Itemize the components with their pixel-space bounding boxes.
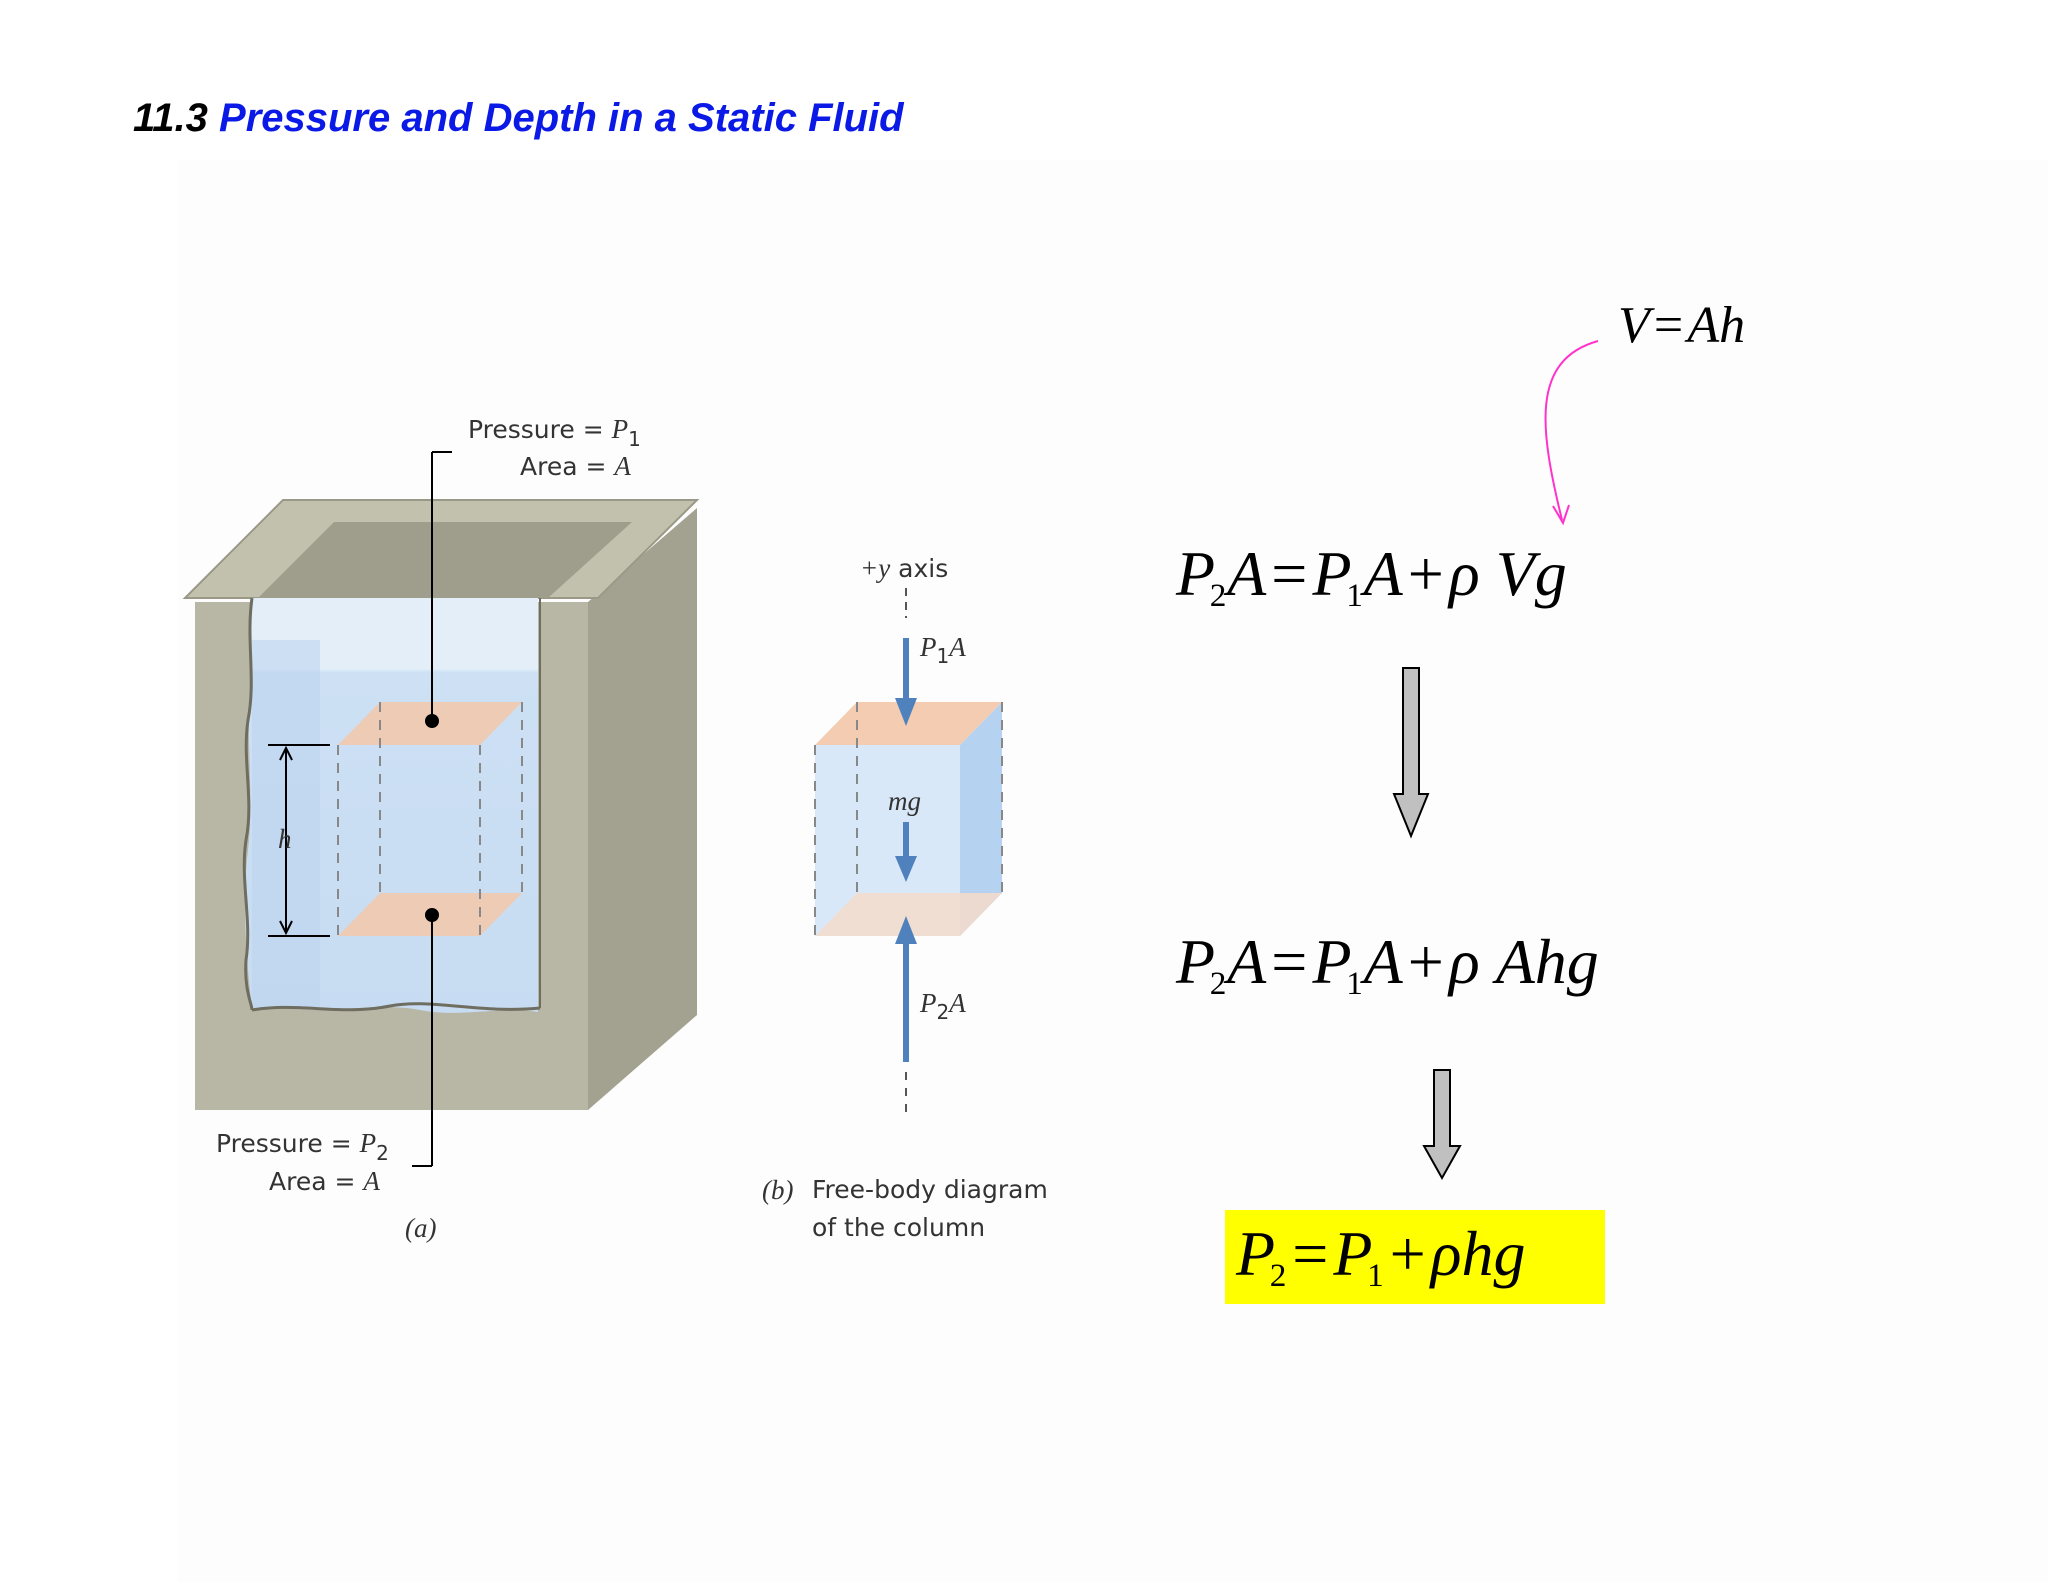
eq2-p1: P [1312,926,1352,997]
eq2-p1-sub: 1 [1346,964,1363,1002]
weight-label: mg [888,786,921,816]
p1a-arrowhead [895,698,917,726]
mg-arrowhead [895,856,917,882]
section-number: 11.3 [133,96,208,140]
top-pressure-text: Pressure = [468,415,612,444]
y-axis-symbol: +y [860,553,890,583]
fbd-box-side [960,702,1002,936]
top-pressure-sub: 1 [628,427,641,451]
figure-a-caption: (a) [405,1213,436,1243]
eq1-a2: A [1363,538,1403,609]
p2a-sub: 2 [937,1000,950,1024]
cutaway-edge-bottom [251,1002,541,1012]
y-axis-label: +y axis [860,553,948,583]
top-pressure-symbol: P [611,414,629,444]
figure-b-caption-line1: Free-body diagram [812,1175,1048,1204]
volume-eq: = [1653,297,1684,354]
bottom-area-text: Area = [269,1167,363,1196]
bottom-pressure-symbol: P [359,1128,377,1158]
p1a-symbol: P [919,632,937,662]
probe-point-bottom [425,908,439,922]
p2a-arrowhead [895,916,917,944]
eq2-rho: ρ [1448,926,1480,997]
eq1-eq: = [1271,538,1308,609]
annotation-curve-arrow [1544,340,1599,521]
figure-b-caption-line2: of the column [812,1213,985,1242]
result-equation: P2=P1+ρhg [1236,1222,1526,1292]
eq3-p2-sub: 2 [1269,1256,1287,1294]
equation-step-2: P2A=P1A+ρ Ahg [1176,930,1599,1000]
volume-rhs: Ah [1687,297,1746,354]
eq1-p2-sub: 2 [1209,576,1227,614]
p1a-suffix: A [947,632,966,662]
down-arrow-step-1 [1392,667,1430,839]
probe-point-top [425,714,439,728]
cutaway-edge-left [242,597,254,1011]
eq1-p1-sub: 1 [1346,576,1363,614]
section-title: Pressure and Depth in a Static Fluid [219,96,904,140]
eq1-p1: P [1312,538,1352,609]
column-dashed-edges [337,702,523,936]
p2a-symbol: P [919,988,937,1018]
volume-equation: V=Ah [1618,300,1745,352]
container-figure: h Pressure = P1 Area = A Pressure = P2 A… [182,414,700,1243]
equation-step-1: P2A=P1A+ρ Vg [1176,542,1567,612]
eq3-plus: + [1389,1218,1426,1289]
top-area-text: Area = [520,452,614,481]
eq3-p1-sub: 1 [1367,1256,1384,1294]
slide-title: 11.3 Pressure and Depth in a Static Flui… [133,96,904,141]
eq1-a1: A [1227,538,1267,609]
top-area-symbol: A [612,451,631,481]
eq1-plus: + [1407,538,1444,609]
container-side-face [588,508,697,1110]
height-label: h [278,824,292,854]
p1a-label: P1A [919,632,966,668]
bottom-pressure-sub: 2 [376,1141,389,1165]
fbd-box-dashed-edges [814,702,1003,936]
height-dimension [268,744,330,937]
bottom-area-symbol: A [361,1166,380,1196]
eq2-p2: P [1176,926,1216,997]
y-axis-text: axis [890,554,948,583]
p2a-suffix: A [947,988,966,1018]
eq1-rho: ρ [1448,538,1480,609]
annotation-arrowhead [1552,504,1570,526]
eq1-p2: P [1176,538,1216,609]
eq2-a2: A [1363,926,1403,997]
eq2-eq: = [1271,926,1308,997]
eq3-p1: P [1333,1218,1373,1289]
eq1-tail: Vg [1495,538,1567,609]
down-arrow-step-2 [1422,1069,1462,1181]
fbd-box-bottom [815,893,1002,936]
p1a-sub: 1 [937,644,950,668]
top-area-label: Area = A [520,451,631,481]
eq3-rho: ρ [1430,1218,1462,1289]
eq3-p2: P [1236,1218,1276,1289]
bottom-pressure-label: Pressure = P2 [216,1128,389,1165]
eq2-p2-sub: 2 [1209,964,1227,1002]
p2a-label: P2A [919,988,966,1024]
eq2-a1: A [1227,926,1267,997]
bottom-pressure-text: Pressure = [216,1129,360,1158]
volume-lhs: V [1618,297,1650,354]
top-pressure-label: Pressure = P1 [468,414,641,451]
free-body-diagram: +y axis P1A mg P2A (b) Free-body diagram [762,553,1048,1242]
result-highlight [1225,1210,1605,1304]
fbd-box-front [815,745,960,936]
bottom-area-label: Area = A [269,1166,380,1196]
eq3-tail: hg [1461,1218,1526,1289]
fbd-box-top [815,702,1002,745]
eq2-plus: + [1407,926,1444,997]
container-rim-inner [258,522,632,598]
eq2-tail: Ahg [1495,926,1599,997]
figure-b-caption-letter: (b) [762,1175,793,1205]
eq3-eq: = [1292,1218,1329,1289]
